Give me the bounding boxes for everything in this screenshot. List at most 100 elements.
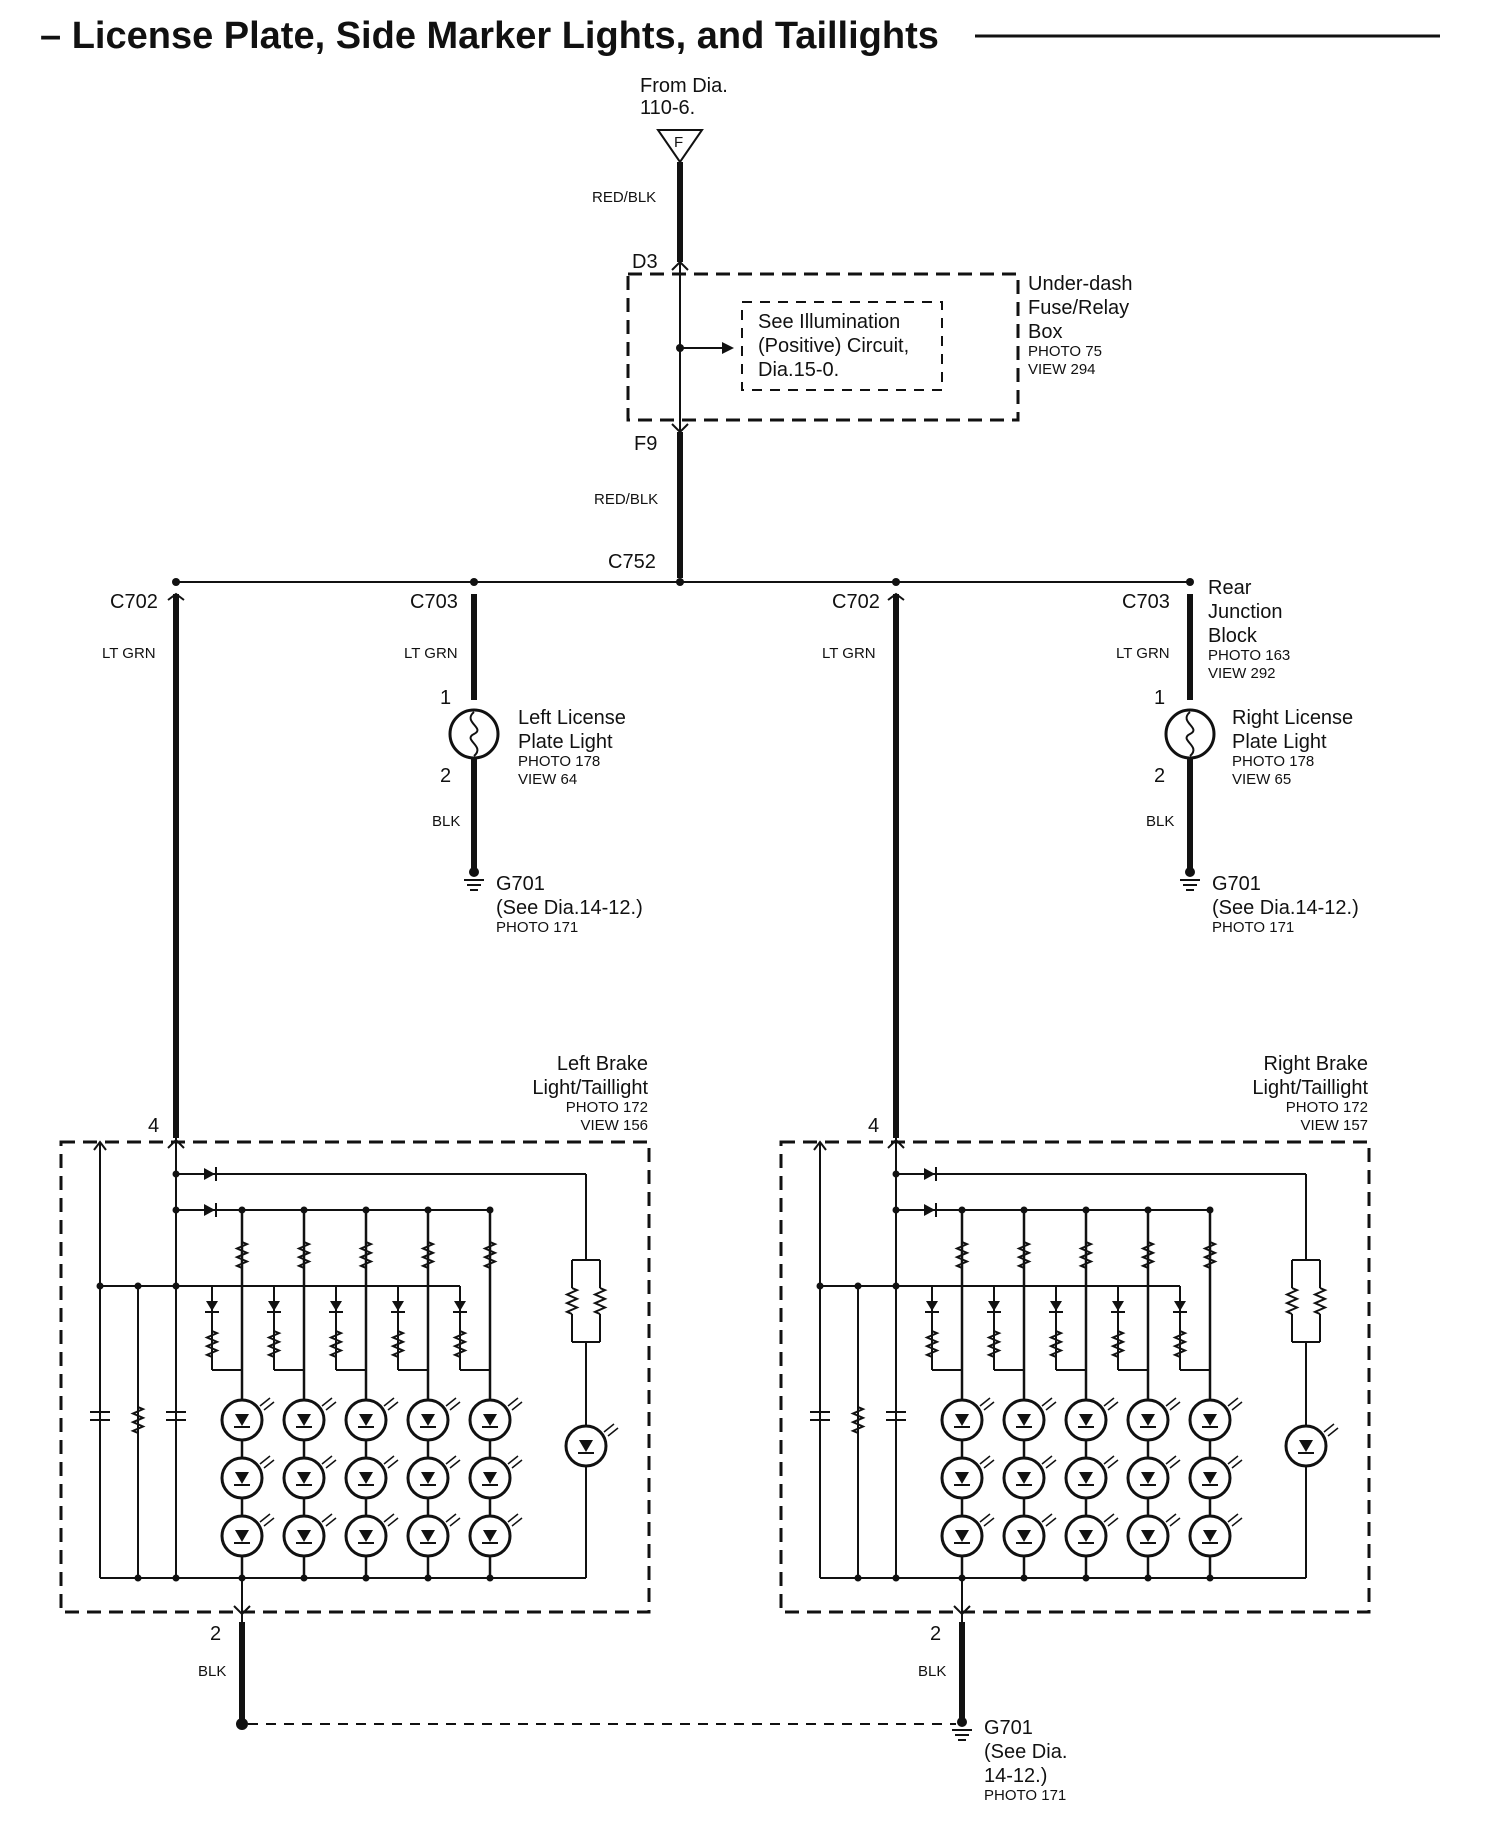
left-tail-branch-diode-2 xyxy=(329,1301,343,1313)
right-tail-pin-in: 4 xyxy=(868,1115,879,1137)
left-tail-branch-res-3 xyxy=(390,1318,406,1370)
left-tail-col-res-3 xyxy=(420,1228,436,1282)
connector-c703-left: C703 xyxy=(410,591,458,613)
right-tail-col-node-0 xyxy=(958,1206,966,1214)
right-plate-pin1: 1 xyxy=(1154,687,1165,709)
right-tail-node-1 xyxy=(854,1282,862,1290)
right-tail-led-3-1 xyxy=(1126,1455,1181,1500)
connector-c702-left: C702 xyxy=(110,591,158,613)
fuse-box-photo: PHOTO 75 xyxy=(1028,343,1102,360)
bus-node-3 xyxy=(892,578,900,586)
right-tail-led-4-0 xyxy=(1188,1397,1243,1442)
left-tail-node-2 xyxy=(172,1282,180,1290)
ground-left-plate-icon xyxy=(464,867,484,891)
left-tail-node-top xyxy=(172,1170,180,1178)
right-tail-led-0-0 xyxy=(940,1397,995,1442)
left-tail-col-res-0 xyxy=(234,1228,250,1282)
connector-c703-right: C703 xyxy=(1122,591,1170,613)
right-plate-filament-icon xyxy=(1185,711,1195,757)
left-tail-pin-in: 4 xyxy=(148,1115,159,1137)
left-plate-pin2: 2 xyxy=(440,765,451,787)
left-tail-col-node-3 xyxy=(424,1206,432,1214)
right-tail-col-ret-3 xyxy=(1144,1574,1152,1582)
connector-c702-right: C702 xyxy=(832,591,880,613)
ground-left-plate-name: G701 xyxy=(496,873,545,895)
right-tail-res-1 xyxy=(850,1400,866,1440)
left-tail-led-1-0 xyxy=(282,1397,337,1442)
right-tail-cap-arrow xyxy=(813,1140,827,1151)
fuse-box-view: VIEW 294 xyxy=(1028,361,1096,378)
right-tail-housing xyxy=(779,1140,1371,1614)
right-tail-branch-diode-3 xyxy=(1111,1301,1125,1313)
right-tail-terminal-in xyxy=(887,1138,905,1149)
right-tail-col-res-0 xyxy=(954,1228,970,1282)
right-tail-col-ret-4 xyxy=(1206,1574,1214,1582)
left-tail-view: VIEW 156 xyxy=(580,1117,648,1134)
illum-note-3: Dia.15-0. xyxy=(758,359,839,381)
wire-label-red-blk-1: RED/BLK xyxy=(592,189,656,206)
left-tail-node-1 xyxy=(134,1282,142,1290)
fuse-box-label-2: Fuse/Relay xyxy=(1028,297,1129,319)
left-brake-taillight-assembly xyxy=(59,1138,651,1622)
right-tail-node-3 xyxy=(892,1574,900,1582)
left-tail-col-res-4 xyxy=(482,1228,498,1282)
right-tail-view: VIEW 157 xyxy=(1300,1117,1368,1134)
c702-right-terminal xyxy=(887,592,905,601)
right-tail-led-1-2 xyxy=(1002,1513,1057,1558)
right-tail-node-0 xyxy=(816,1282,824,1290)
left-tail-branch-diode-0 xyxy=(205,1301,219,1313)
right-tail-branch-res-1 xyxy=(986,1318,1002,1370)
left-tail-led-3-2 xyxy=(406,1513,461,1558)
left-tail-branch-res-4 xyxy=(452,1318,468,1370)
junction-label-3: Block xyxy=(1208,625,1258,647)
left-tail-housing xyxy=(59,1140,651,1614)
right-tail-led-4-1 xyxy=(1188,1455,1243,1500)
fuse-box-label-1: Under-dash xyxy=(1028,273,1133,295)
fuse-box-label-3: Box xyxy=(1028,321,1062,343)
left-tail-branch-res-0 xyxy=(204,1318,220,1370)
right-tail-led-1-0 xyxy=(1002,1397,1057,1442)
left-tail-brake-res-a xyxy=(564,1260,580,1342)
ground-left-plate-see: (See Dia.14-12.) xyxy=(496,897,643,919)
left-tail-branch-diode-1 xyxy=(267,1301,281,1313)
right-tail-node-2 xyxy=(892,1282,900,1290)
left-tail-label-1: Left Brake xyxy=(557,1053,648,1075)
illum-arrow-icon xyxy=(722,342,734,354)
left-tail-col-res-2 xyxy=(358,1228,374,1282)
left-tail-led-2-1 xyxy=(344,1455,399,1500)
illumination-note-box xyxy=(741,301,943,391)
right-plate-view: VIEW 65 xyxy=(1232,771,1291,788)
left-plate-photo: PHOTO 178 xyxy=(518,753,600,770)
right-tail-branch-diode-4 xyxy=(1173,1301,1187,1313)
right-tail-branch-diode-1 xyxy=(987,1301,1001,1313)
left-tail-led-4-0 xyxy=(468,1397,523,1442)
page-title: – License Plate, Side Marker Lights, and… xyxy=(40,15,939,57)
right-tail-branch-res-4 xyxy=(1172,1318,1188,1370)
left-tail-branch-diode-3 xyxy=(391,1301,405,1313)
right-tail-terminal-out xyxy=(953,1605,971,1616)
junction-view: VIEW 292 xyxy=(1208,665,1276,682)
right-tail-col-ret-1 xyxy=(1020,1574,1028,1582)
right-tail-diode-2 xyxy=(924,1203,937,1217)
right-tail-led-0-1 xyxy=(940,1455,995,1500)
source-label-1: From Dia. xyxy=(640,75,728,97)
left-tail-led-0-2 xyxy=(220,1513,275,1558)
left-tail-node-2 xyxy=(172,1206,180,1214)
right-plate-pin2: 2 xyxy=(1154,765,1165,787)
fuse-relay-box xyxy=(626,272,1020,422)
left-tail-brake-led-icon xyxy=(564,1423,619,1468)
right-tail-brake-res-b xyxy=(1312,1260,1328,1342)
left-tail-led-0-0 xyxy=(220,1397,275,1442)
right-tail-col-node-2 xyxy=(1082,1206,1090,1214)
connector-f9: F9 xyxy=(634,433,657,455)
connector-d3: D3 xyxy=(632,251,658,273)
left-tail-col-node-4 xyxy=(486,1206,494,1214)
bus-node-2 xyxy=(470,578,478,586)
left-plate-label-2: Plate Light xyxy=(518,731,613,753)
right-tail-led-2-2 xyxy=(1064,1513,1119,1558)
ground-tail-icon xyxy=(952,1717,972,1741)
left-plate-pin1: 1 xyxy=(440,687,451,709)
left-tail-brake-res-b xyxy=(592,1260,608,1342)
right-tail-col-node-1 xyxy=(1020,1206,1028,1214)
right-tail-cap-1 xyxy=(810,1411,830,1421)
